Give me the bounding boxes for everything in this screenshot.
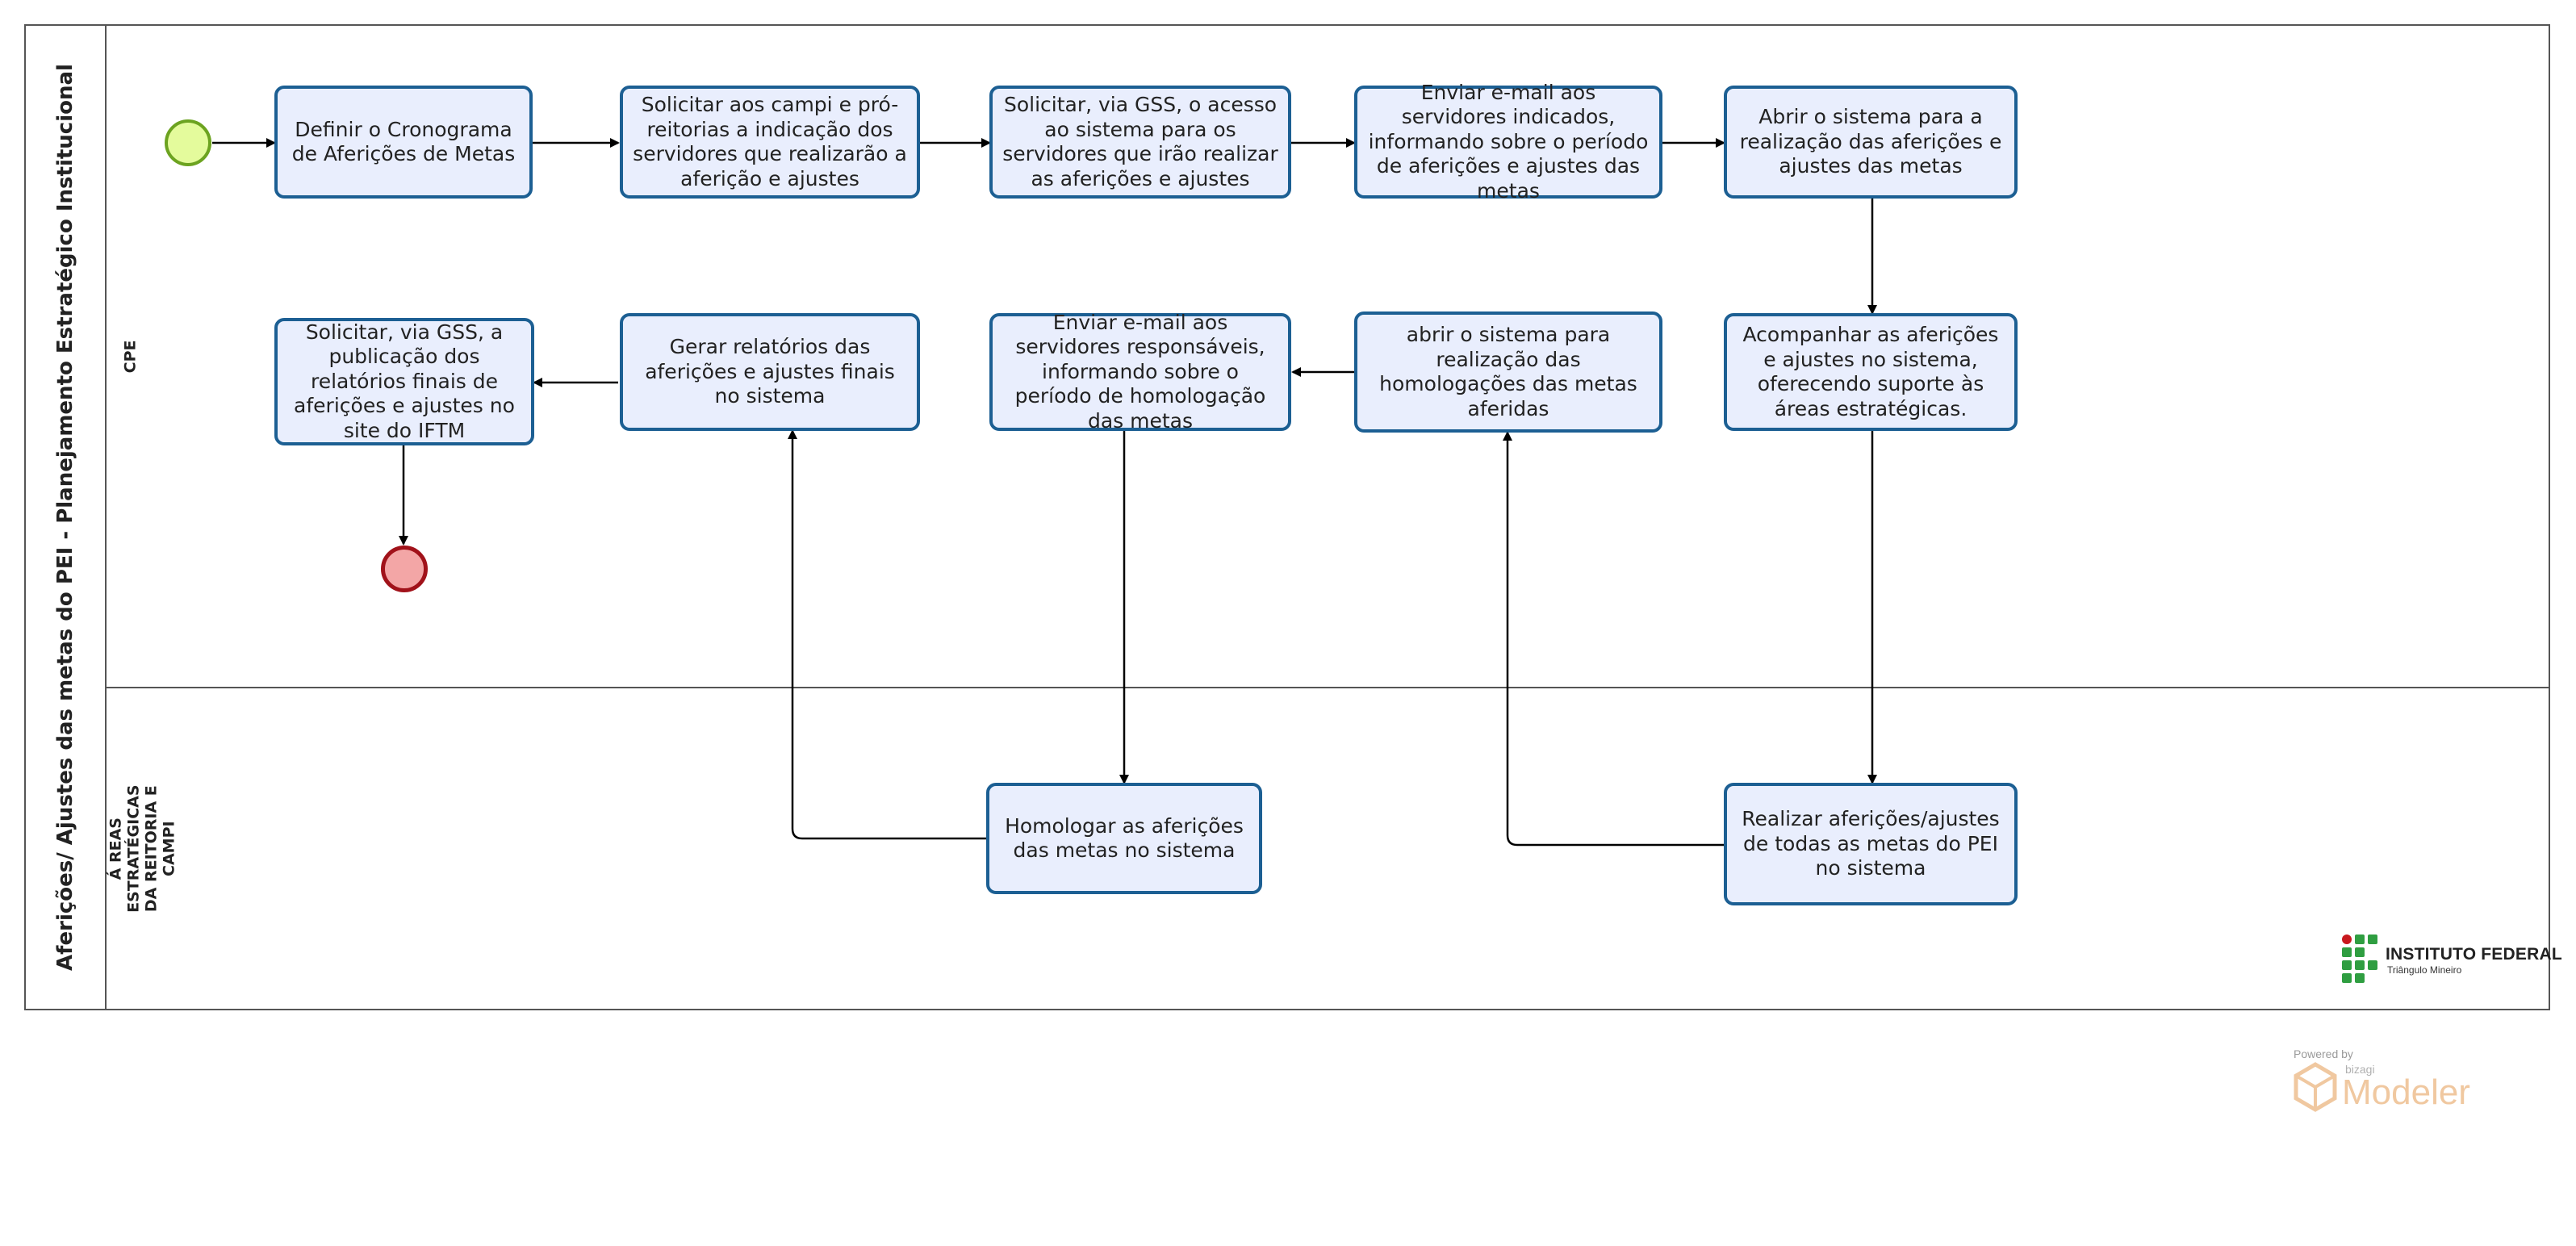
modeler-wordmark: Modeler — [2342, 1072, 2470, 1112]
task-perform-measurements[interactable]: Realizar aferições/ajustes de todas as m… — [1724, 783, 2018, 905]
task-homologate-measurements[interactable]: Homologar as aferições das metas no sist… — [986, 783, 1262, 894]
task-define-schedule[interactable]: Definir o Cronograma de Aferições de Met… — [274, 86, 533, 199]
task-email-homologation[interactable]: Enviar e-mail aos servidores responsávei… — [989, 311, 1291, 433]
pool-title-divider — [105, 24, 107, 1010]
task-request-publication[interactable]: Solicitar, via GSS, a publicação dos rel… — [274, 318, 534, 445]
flow-t12-to-t7[interactable] — [1503, 431, 1724, 847]
instituto-federal-logo: INSTITUTO FEDERAL Triângulo Mineiro — [2342, 934, 2562, 986]
flow-t11-to-t9[interactable] — [788, 429, 986, 840]
task-request-system-access[interactable]: Solicitar, via GSS, o acesso ao sistema … — [989, 86, 1291, 199]
end-event[interactable] — [381, 546, 428, 592]
pool — [24, 24, 2550, 1010]
task-generate-reports[interactable]: Gerar relatórios das aferições e ajustes… — [620, 313, 920, 431]
start-event[interactable] — [165, 119, 211, 166]
bizagi-watermark: Powered by bizagi Modeler — [2294, 1047, 2470, 1112]
task-email-indicated-servers[interactable]: Enviar e-mail aos servidores indicados, … — [1354, 81, 1662, 203]
bizagi-brand: bizagi — [2345, 1063, 2375, 1076]
task-open-system-measurements[interactable]: Abrir o sistema para a realização das af… — [1724, 86, 2018, 199]
if-logo-subtitle: Triângulo Mineiro — [2387, 964, 2462, 976]
if-logo-name: INSTITUTO FEDERAL — [2386, 945, 2562, 964]
powered-by-label: Powered by — [2294, 1047, 2353, 1060]
task-request-nominations[interactable]: Solicitar aos campi e pró-reitorias a in… — [620, 86, 920, 199]
task-open-system-homologation[interactable]: abrir o sistema para realização das homo… — [1354, 312, 1662, 433]
task-monitor-measurements[interactable]: Acompanhar as aferições e ajustes no sis… — [1724, 313, 2018, 431]
bizagi-modeler-icon — [2294, 1062, 2337, 1112]
if-logo-mark — [2342, 934, 2379, 986]
lane-divider — [105, 687, 2550, 688]
